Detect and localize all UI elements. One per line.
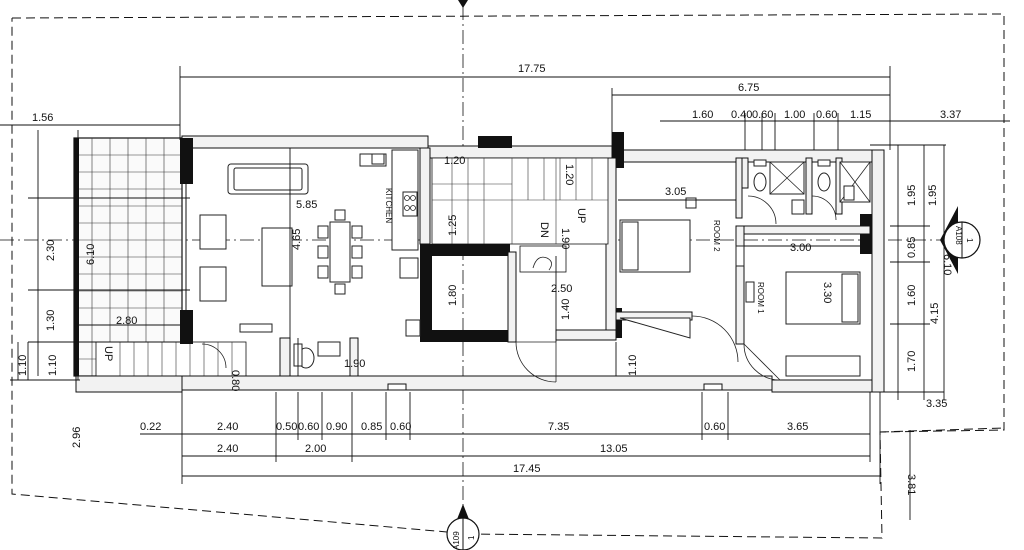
- dim-bot-a5: 0.90: [326, 421, 347, 433]
- dim-right-v7: 4.15: [929, 303, 941, 324]
- section-right-number: 1: [965, 238, 974, 243]
- dim-bot-a6: 0.85: [361, 421, 382, 433]
- section-bottom-number: 1: [467, 535, 476, 540]
- dim-stair-h: 1.25: [447, 215, 459, 236]
- dim-bot-b1: 2.40: [217, 443, 238, 455]
- dim-right-bottom: 3.35: [926, 398, 947, 410]
- coffee-table: [261, 227, 293, 287]
- dim-land-h: 1.40: [560, 299, 572, 320]
- dim-land-w: 2.50: [551, 283, 572, 295]
- dim-right-v6: 6.10: [941, 254, 953, 275]
- dim-top-d1: 1.60: [692, 109, 713, 121]
- kitchen-label: KITCHEN: [384, 188, 393, 223]
- terrace: [73, 137, 247, 377]
- dining-table: [329, 221, 351, 283]
- dim-stair-land: 1.90: [559, 228, 571, 249]
- dim-bot-a10: 3.65: [787, 421, 808, 433]
- armchair: [199, 214, 227, 250]
- site-boundary-segment: [879, 427, 1005, 433]
- dim-bot-a1: 0.22: [140, 421, 161, 433]
- dim-bot-a7: 0.60: [390, 421, 411, 433]
- dim-right-v2: 1.95: [927, 185, 939, 206]
- dim-terrace-w: 2.80: [116, 315, 137, 327]
- section-arrow-top: [458, 0, 468, 8]
- section-right-sheet: A108: [954, 226, 963, 245]
- dim-left-v5: 1.10: [47, 355, 59, 376]
- stair-up-label: UP: [575, 208, 587, 223]
- dim-room2-w: 3.05: [665, 186, 686, 198]
- dim-top-far-right: 3.37: [940, 109, 961, 121]
- dim-right-v1: 1.95: [906, 185, 918, 206]
- room-1-label: ROOM 1: [756, 282, 765, 314]
- room-2-label: ROOM 2: [712, 220, 721, 252]
- dim-stair-top: 1.20: [444, 155, 465, 167]
- dim-wc-w: 1.90: [344, 358, 365, 370]
- dim-bot-a8: 7.35: [548, 421, 569, 433]
- dim-left-bottom: 2.96: [71, 427, 83, 448]
- interior-walls: [279, 147, 871, 377]
- dim-void-h: 1.80: [447, 285, 459, 306]
- armchair: [199, 266, 227, 302]
- dim-left-v1: 2.30: [45, 240, 57, 261]
- dim-top-right: 6.75: [738, 82, 759, 94]
- toilet: [753, 172, 767, 192]
- dim-top-d2: 0.40: [731, 109, 752, 121]
- dim-left-v4: 1.10: [17, 355, 29, 376]
- stair-down-label: DN: [538, 222, 550, 238]
- dim-bot-b3: 13.05: [600, 443, 628, 455]
- dim-bot-a2: 2.40: [217, 421, 238, 433]
- doors: [201, 195, 837, 383]
- dim-wc-h: 0.80: [229, 370, 241, 391]
- dim-bot-b2: 2.00: [305, 443, 326, 455]
- dim-living-w: 5.85: [296, 199, 317, 211]
- section-marker-bottom: 1 A109: [446, 504, 480, 550]
- dim-right-far-bottom: 3.81: [905, 474, 917, 495]
- dim-left-top: 1.56: [32, 112, 53, 124]
- dim-top-d6: 1.15: [850, 109, 871, 121]
- section-marker-right: 1 A108: [940, 206, 981, 274]
- dim-bot-a3: 0.50: [276, 421, 297, 433]
- dim-hall-h: 1.10: [627, 355, 639, 376]
- dim-left-v2: 6.10: [85, 244, 97, 265]
- dimension-labels: 17.75 6.75 1.60 0.40 0.60 1.00 0.60 1.15…: [17, 63, 961, 495]
- wc-basin: [317, 341, 341, 357]
- dim-top-d3: 0.60: [752, 109, 773, 121]
- dim-right-v4: 1.60: [906, 285, 918, 306]
- dimension-lines: [0, 66, 1010, 520]
- dim-right-v3: 0.85: [906, 237, 918, 258]
- dim-right-v5: 1.70: [906, 351, 918, 372]
- terrace-stair-up-label: UP: [102, 346, 114, 361]
- dim-living-h: 4.65: [291, 229, 303, 250]
- toilet: [817, 172, 831, 192]
- dim-top-d4: 1.00: [784, 109, 805, 121]
- dim-room1-w: 3.00: [790, 242, 811, 254]
- dim-bot-a9: 0.60: [704, 421, 725, 433]
- dim-bot-a4: 0.60: [298, 421, 319, 433]
- furniture: [199, 149, 871, 377]
- tv-unit: [239, 323, 273, 333]
- dim-bot-overall: 17.45: [513, 463, 541, 475]
- main-stair: [431, 157, 609, 273]
- site-boundary: [11, 13, 1005, 539]
- dim-stair-side: 1.20: [563, 164, 575, 185]
- dim-left-v3: 1.30: [45, 310, 57, 331]
- dim-room1-h: 3.30: [821, 282, 833, 303]
- dim-top-overall: 17.75: [518, 63, 546, 75]
- dim-top-d5: 0.60: [816, 109, 837, 121]
- section-bottom-sheet: A109: [452, 531, 461, 550]
